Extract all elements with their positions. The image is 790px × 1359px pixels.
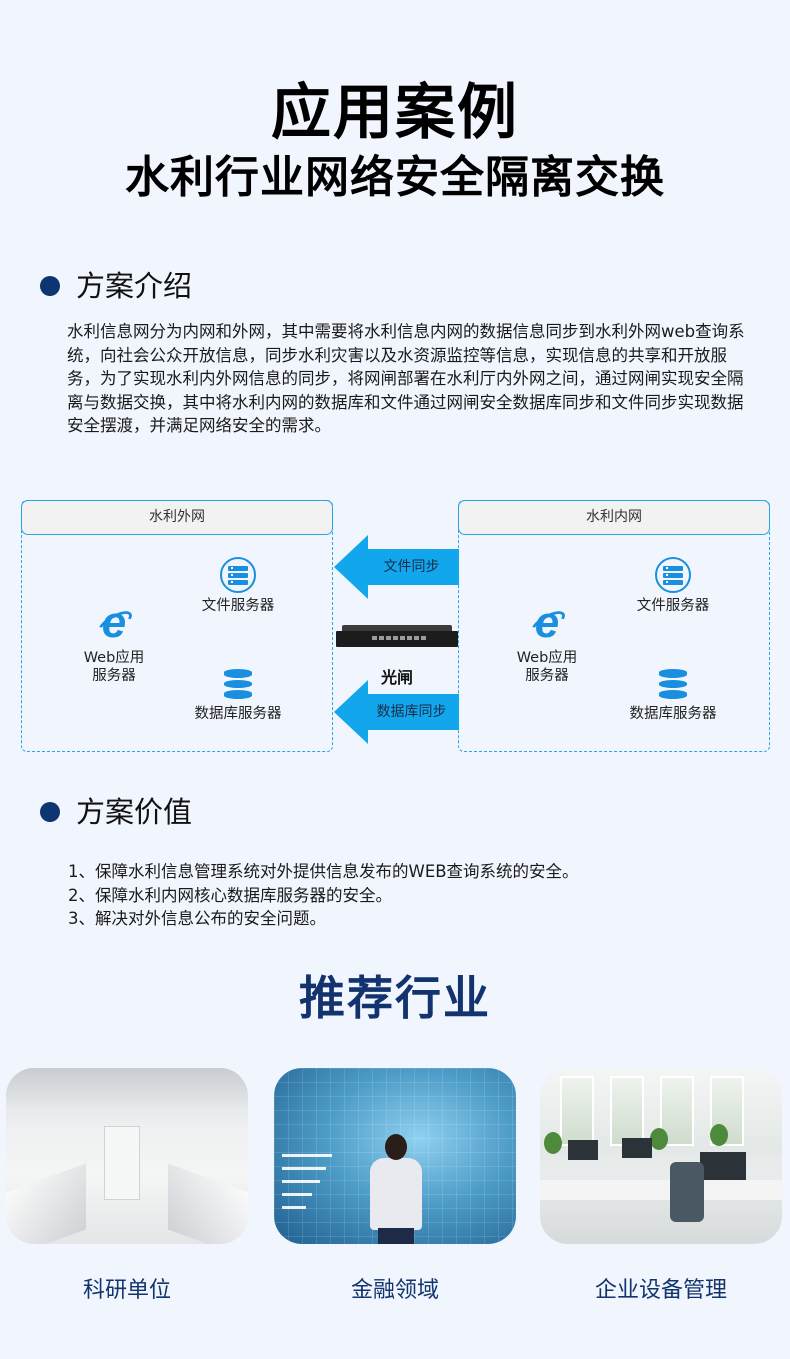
industry-card-finance: 金融领域 [274,1068,516,1303]
value-item: 3、解决对外信息公布的安全问题。 [68,909,326,928]
db-server-label: 数据库服务器 [194,706,282,722]
file-sync-arrow: 文件同步 [334,535,459,599]
industry-label: 企业设备管理 [594,1278,727,1303]
file-server-node: 文件服务器 [623,557,723,615]
web-server-node: e Web应用 服务器 [74,599,154,685]
db-server-node: 数据库服务器 [178,669,298,723]
value-list: 1、保障水利信息管理系统对外提供信息发布的WEB查询系统的安全。 2、保障水利内… [68,860,579,931]
page-title: 应用案例 [271,78,519,148]
laboratory-photo [6,1068,248,1244]
industry-card-research: 科研单位 [6,1068,248,1303]
ie-browser-icon: e [94,599,136,647]
web-server-label-line2: 服务器 [525,668,569,684]
web-server-label-line2: 服务器 [92,668,136,684]
web-server-label-line1: Web应用 [516,650,578,666]
file-server-label: 文件服务器 [201,598,275,614]
section-heading-intro: 方案介绍 [40,268,192,304]
web-server-node: e Web应用 服务器 [507,599,587,685]
industry-label: 金融领域 [350,1278,439,1303]
network-gateway-device-icon [336,625,458,651]
intro-paragraph: 水利信息网分为内网和外网，其中需要将水利信息内网的数据信息同步到水利外网web查… [67,322,745,435]
database-icon [659,669,687,699]
inner-network-panel: 水利内网 e Web应用 服务器 文件服务器 数据库服务器 [458,500,770,752]
outer-network-title: 水利外网 [21,500,333,535]
value-item: 1、保障水利信息管理系统对外提供信息发布的WEB查询系统的安全。 [68,862,579,881]
database-icon [224,669,252,699]
inner-network-title: 水利内网 [458,500,770,535]
section-heading-label: 方案价值 [76,795,193,829]
db-sync-arrow: 数据库同步 [334,680,459,744]
arrow-left-icon [334,680,368,744]
outer-network-panel: 水利外网 e Web应用 服务器 文件服务器 数据库服务器 [21,500,333,752]
web-server-label-line1: Web应用 [83,650,145,666]
ie-browser-icon: e [527,599,569,647]
industry-label: 科研单位 [82,1278,171,1303]
value-item: 2、保障水利内网核心数据库服务器的安全。 [68,885,392,905]
gateway-label: 光闸 [380,668,413,687]
industry-card-enterprise: 企业设备管理 [540,1068,782,1303]
page-subtitle: 水利行业网络安全隔离交换 [125,152,665,203]
section-heading-label: 方案介绍 [76,269,193,303]
section-heading-value: 方案价值 [40,794,192,830]
db-server-node: 数据库服务器 [613,669,733,723]
file-server-label: 文件服务器 [636,598,710,614]
bullet-dot-icon [40,802,60,822]
finance-data-photo [274,1068,516,1244]
db-sync-label: 数据库同步 [376,704,447,720]
server-rack-icon [655,557,691,593]
bullet-dot-icon [40,276,60,296]
arrow-left-icon [334,535,368,599]
server-rack-icon [220,557,256,593]
recommend-title: 推荐行业 [299,971,491,1025]
file-sync-label: 文件同步 [383,559,440,575]
db-server-label: 数据库服务器 [629,706,717,722]
file-server-node: 文件服务器 [188,557,288,615]
office-photo [540,1068,782,1244]
